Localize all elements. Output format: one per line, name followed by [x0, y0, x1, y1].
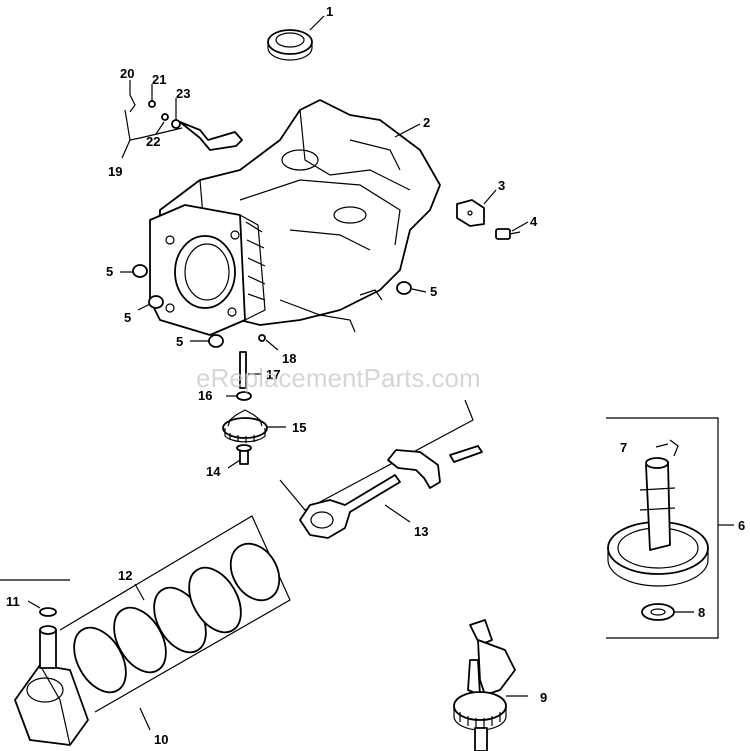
part-9-crankshaft	[453, 619, 516, 751]
part-18-pin	[258, 334, 266, 342]
part-6-camshaft	[607, 457, 709, 587]
part-11-piston-pin	[39, 607, 57, 669]
callout-16: 16	[198, 388, 212, 403]
part-3-bracket	[456, 199, 485, 227]
callout-5-a: 5	[106, 264, 113, 279]
bracket-6	[606, 417, 719, 639]
part-13-connecting-rod	[299, 445, 483, 539]
callout-19: 19	[108, 164, 122, 179]
part-16-washer	[236, 391, 252, 401]
part-14-pin	[236, 444, 252, 465]
part-15-governor-gear	[222, 409, 268, 443]
callout-1: 1	[326, 4, 333, 19]
callout-21: 21	[152, 72, 166, 87]
callout-5-b: 5	[124, 310, 131, 325]
callout-18: 18	[282, 351, 296, 366]
callout-7: 7	[620, 440, 627, 455]
callout-8: 8	[698, 605, 705, 620]
callout-20: 20	[120, 66, 134, 81]
callout-23: 23	[176, 86, 190, 101]
watermark-text: eReplacementParts.com	[196, 363, 481, 393]
leader-lines	[27, 15, 734, 731]
callout-9: 9	[540, 690, 547, 705]
part-12-piston-rings	[73, 542, 281, 694]
bracket-13	[279, 399, 474, 511]
callout-5-c: 5	[176, 334, 183, 349]
callout-11: 11	[6, 594, 20, 609]
callout-22: 22	[146, 134, 160, 149]
callout-15: 15	[292, 420, 306, 435]
part-17-shaft	[239, 351, 247, 389]
callout-17: 17	[266, 367, 280, 382]
callout-3: 3	[498, 178, 505, 193]
callout-13: 13	[414, 524, 428, 539]
callout-10: 10	[154, 732, 168, 747]
callout-12: 12	[118, 568, 132, 583]
part-8-washer	[641, 603, 675, 621]
callout-labels: 1 2 3 4 5 5 5 5 6 7 8 9 10 11 12 13 14 1…	[6, 4, 745, 747]
callout-2: 2	[423, 115, 430, 130]
callout-6: 6	[738, 518, 745, 533]
callout-5-d: 5	[430, 284, 437, 299]
part-7-pin	[669, 439, 679, 457]
part-4-bolt	[495, 228, 521, 240]
part-5-plugs	[132, 264, 412, 348]
part-1-seal	[267, 29, 313, 61]
part-10-piston	[14, 664, 89, 746]
callout-4: 4	[530, 214, 538, 229]
callout-14: 14	[206, 464, 221, 479]
